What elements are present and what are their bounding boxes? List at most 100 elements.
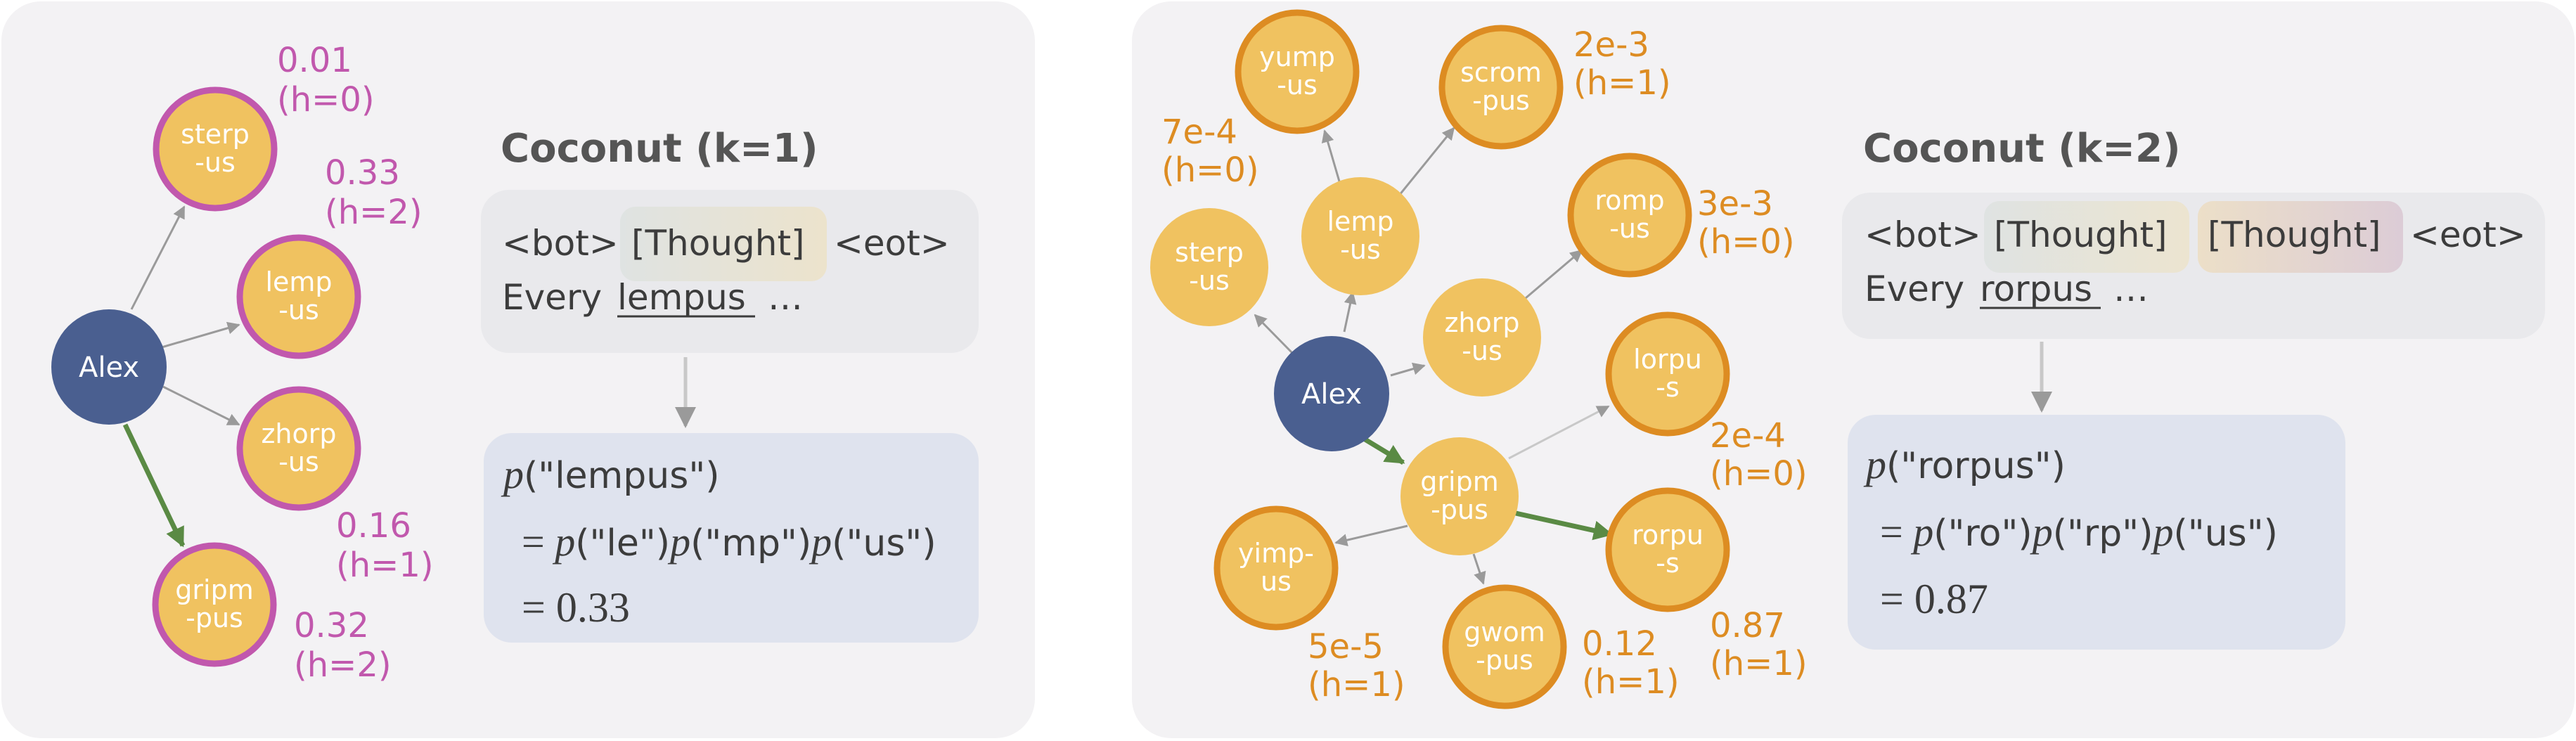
right-node-yimpus: yimp- us [1213,505,1339,631]
left-thought-highlight [620,207,827,281]
right-prompt-bot: <bot> [1865,214,1981,255]
left-edge-alex-sterpus [130,205,186,310]
left-formula-term-3: ("us") [832,522,936,565]
right-prob-yimpus: 5e-5 [1308,627,1384,666]
right-h-rorpus: (h=1) [1710,644,1808,683]
right-formula-line1: p("rorpus") [1863,442,2066,487]
right-node-scrompus: scrom -pus [1438,25,1564,150]
right-edge-zhorpus-rompus [1525,249,1583,299]
left-prob-sterpus: 0.01 [277,41,352,80]
left-node-sterpus: sterp -us [153,86,278,212]
left-node-gripmpus: gripm -pus [152,542,277,667]
right-node-label-line1: yump [1259,41,1335,72]
right-node-lempus: lemp -us [1301,177,1419,295]
right-tree: lemp -us sterp -us zhorp -us gripm -pus [1150,9,1808,709]
left-prompt-box: <bot> [Thought] <eot> Every lempus … [481,190,979,353]
right-panel: lemp -us sterp -us zhorp -us gripm -pus [1132,1,2575,738]
right-prob-scrompus: 2e-3 [1573,25,1649,65]
left-root-node: Alex [51,309,167,425]
right-h-rompus: (h=0) [1697,222,1795,262]
right-prompt-ellipsis: … [2113,269,2149,309]
right-edge-gripmpus-lorpus [1508,405,1610,460]
right-formula-box: p("rorpus") = p("ro")p("rp")p("us") = 0.… [1848,415,2345,650]
left-h-sterpus: (h=0) [277,80,375,120]
right-edge-alex-zhorpus [1390,362,1426,377]
right-prompt-box: <bot> [Thought] [Thought] <eot> Every ro… [1842,193,2545,339]
right-edge-lempus-scrompus [1398,127,1455,196]
left-h-zhorpus: (h=1) [336,546,434,585]
left-prob-lempus: 0.33 [325,153,400,193]
right-edge-lempus-yumpus [1321,129,1341,182]
left-formula-term-1: ("le") [575,522,670,565]
left-node-label-line2: -us [195,147,236,178]
right-edge-gripmpus-rorpus [1515,510,1614,541]
right-prompt-prefix: Every [1865,269,1964,309]
right-node-label-line2: -us [1340,234,1381,265]
right-node-label-line2: -us [1277,70,1318,101]
left-edge-alex-zhorpus [162,385,240,426]
left-formula-box: p("lempus") = p("le")p("mp")p("us") = 0.… [484,433,979,643]
right-node-label-line1: gwom [1464,617,1545,647]
right-node-label-line2: -us [1189,265,1230,296]
right-h-scrompus: (h=1) [1573,63,1671,103]
right-edge-gripmpus-yimpus [1334,524,1408,547]
right-node-label-line2: us [1261,566,1292,597]
left-formula-word: ("lempus") [524,455,720,497]
right-root-node: Alex [1274,336,1389,451]
right-node-label-line1: yimp- [1238,538,1314,569]
right-edge-alex-lempus [1343,291,1357,333]
left-node-label-line2: -pus [186,603,243,633]
left-prob-zhorpus: 0.16 [336,506,411,546]
right-node-label-line2: -pus [1472,85,1530,116]
right-h-lorpus: (h=0) [1710,454,1808,494]
left-prob-gripmpus: 0.32 [294,606,369,645]
right-node-zhorpus: zhorp -us [1423,278,1541,397]
right-node-label-line1: rorpu [1632,520,1704,550]
left-node-lempus: lemp -us [236,234,361,359]
left-prompt-prefix: Every [502,277,602,318]
right-prob-rorpus: 0.87 [1710,606,1785,645]
right-prob-lorpus: 2e-4 [1710,416,1786,456]
right-formula-term-1: ("ro") [1933,513,2032,555]
left-edge-alex-lempus [161,321,240,349]
left-formula-line2: = p("le")p("mp")p("us") [522,519,936,565]
right-node-gwompus: gwom -pus [1442,584,1567,709]
right-prompt-thought-2: [Thought] [2208,214,2381,255]
left-title: Coconut (k=1) [501,126,818,172]
left-edge-alex-gripmpus [122,423,186,548]
right-node-rorpus: rorpu -s [1605,487,1730,612]
left-prompt-word: lempus [617,277,746,318]
left-formula-term-2: ("mp") [690,522,811,565]
left-root-label: Alex [79,352,139,384]
left-prompt-bot: <bot> [502,223,619,264]
left-node-label-line2: -us [278,295,319,326]
right-node-label-line1: romp [1595,185,1664,216]
right-node-label-line2: -s [1656,548,1680,579]
right-prob-gwompus: 0.12 [1582,624,1657,664]
right-node-label-line2: -us [1462,335,1502,366]
right-node-label-line2: -pus [1476,645,1533,676]
right-node-label-line2: -pus [1431,494,1488,525]
right-formula-term-2: ("rp") [2053,513,2153,555]
left-prompt-eot: <eot> [834,223,950,264]
left-node-zhorpus: zhorp -us [236,386,361,511]
right-prompt-thought-1: [Thought] [1994,214,2168,255]
left-prompt-ellipsis: … [768,277,803,318]
left-prompt-thought: [Thought] [631,223,805,264]
left-tree: Alex sterp -us 0.01 (h=0) lemp -us 0.33 … [51,41,434,685]
left-formula-result: = 0.33 [522,584,630,631]
right-h-gwompus: (h=1) [1582,662,1680,702]
left-h-gripmpus: (h=2) [294,645,392,685]
right-formula-line2: = p("ro")p("rp")p("us") [1880,509,2278,555]
left-formula-line1: p("lempus") [501,451,720,497]
right-title: Coconut (k=2) [1863,126,2181,172]
left-h-lempus: (h=2) [325,193,423,232]
right-h-yimpus: (h=1) [1308,665,1405,704]
right-formula-term-3: ("us") [2173,513,2277,555]
right-h-sterpus: (h=0) [1161,150,1259,190]
right-node-label-line1: scrom [1460,57,1542,88]
right-prob-rompus: 3e-3 [1697,184,1773,224]
left-node-label-line1: lemp [265,266,332,297]
right-edge-alex-sterpus [1254,314,1294,354]
right-node-yumpus: yump -us [1235,9,1360,134]
